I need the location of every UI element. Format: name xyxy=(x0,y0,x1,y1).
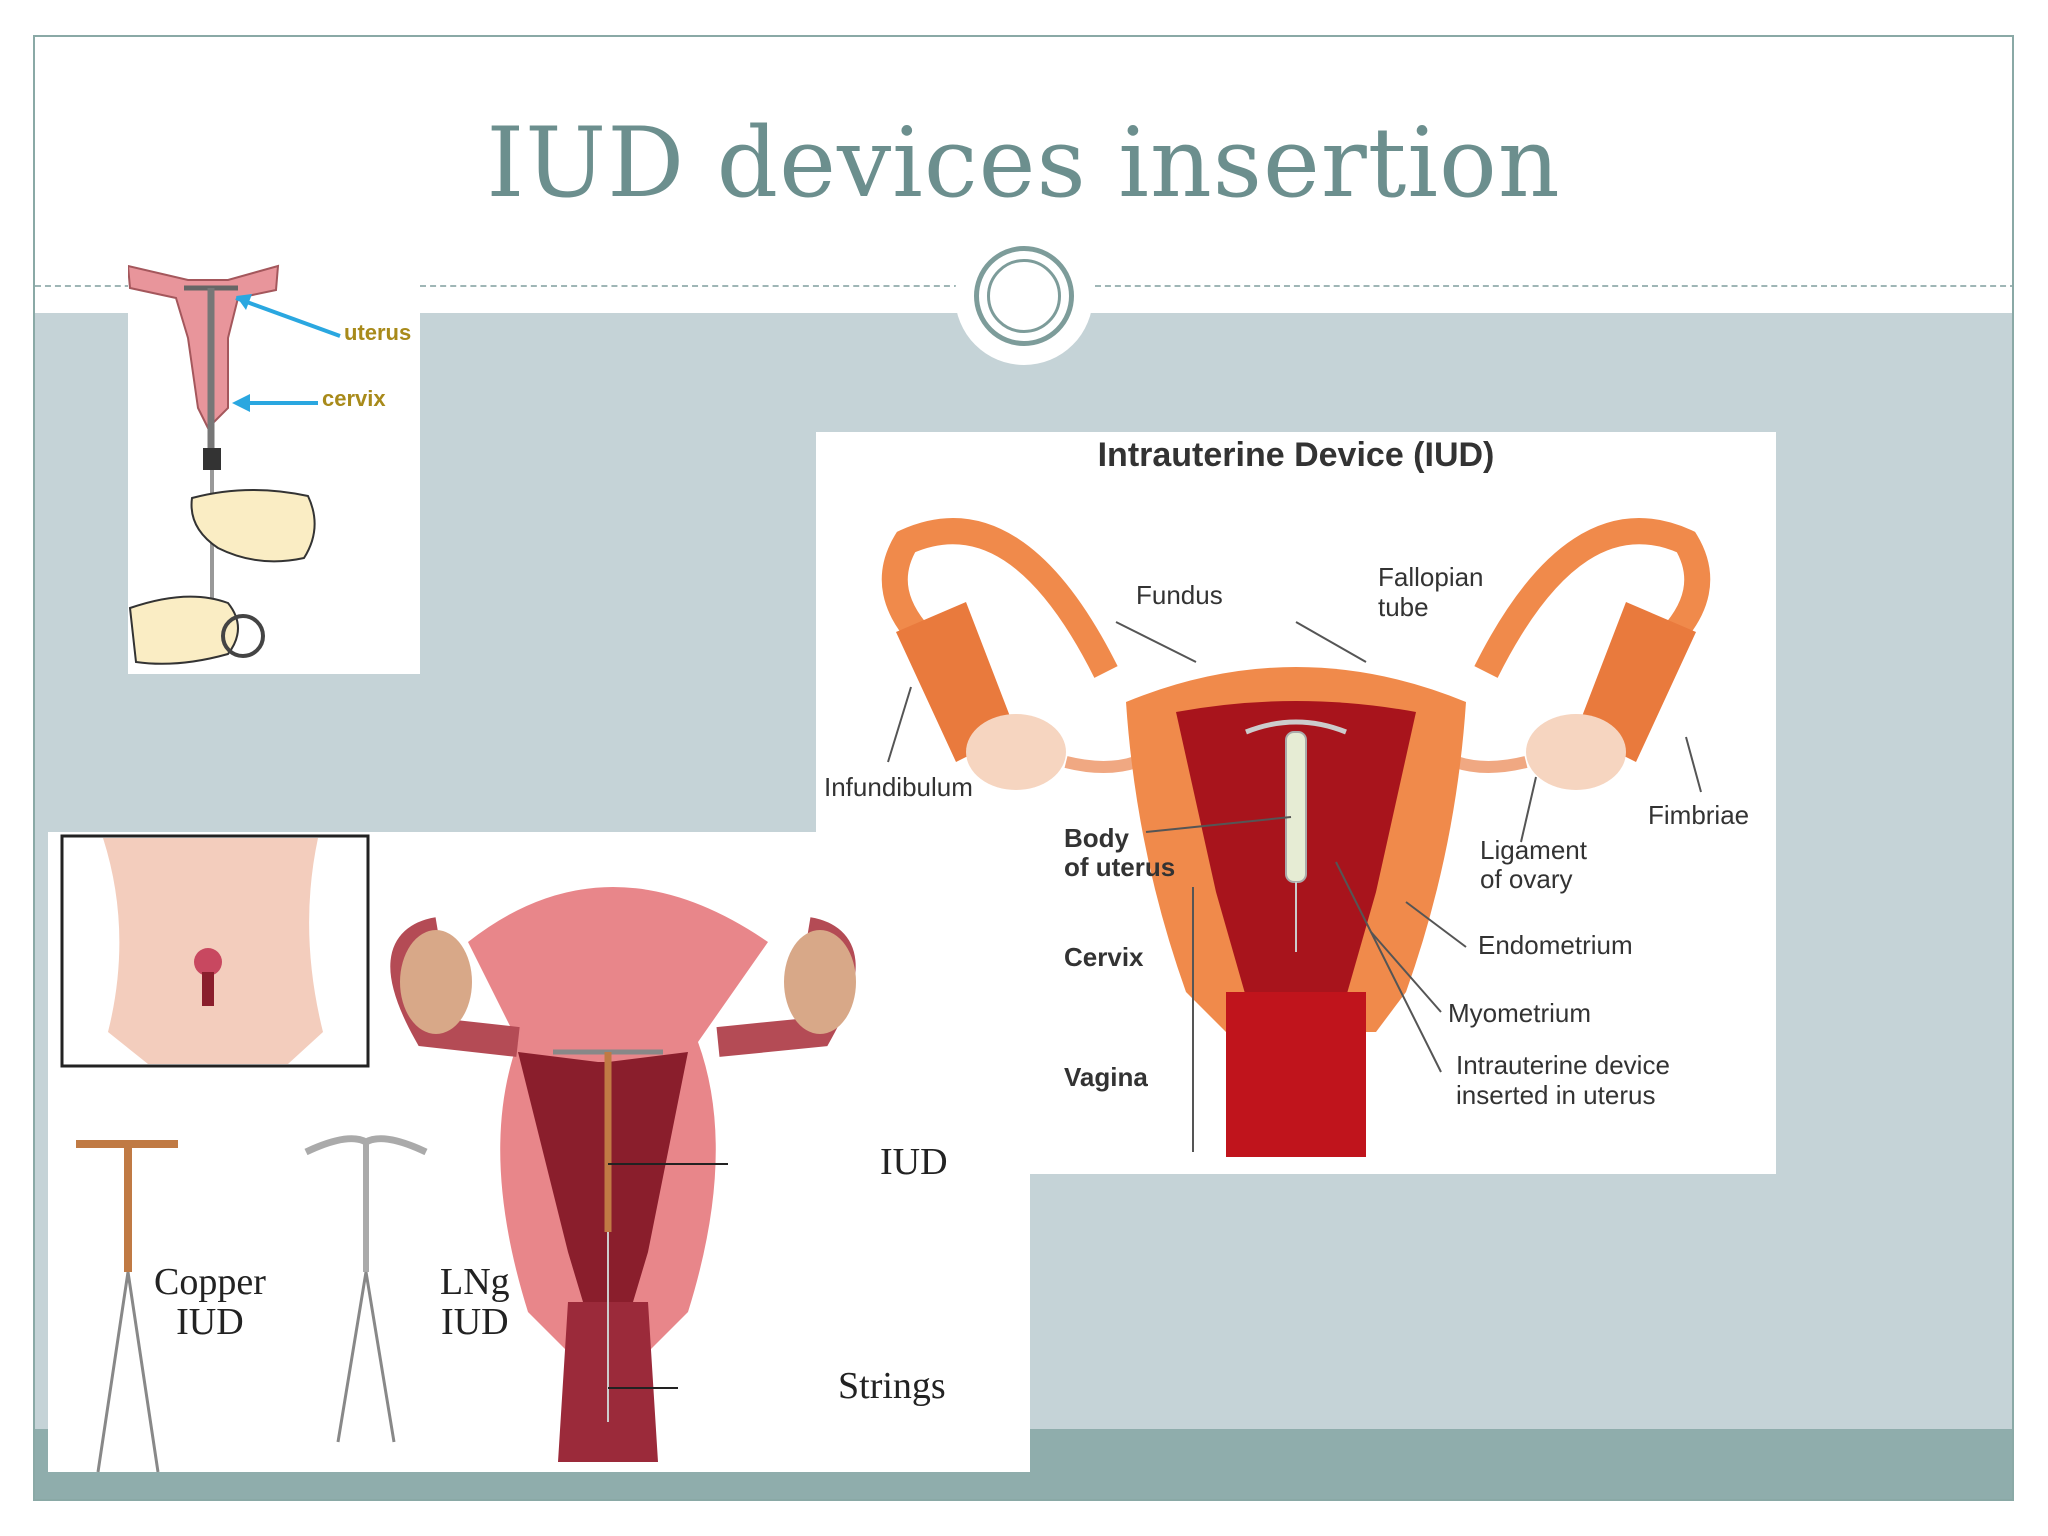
label-fimbriae: Fimbriae xyxy=(1648,800,1749,831)
label-cervix: cervix xyxy=(322,386,386,412)
label-endometrium: Endometrium xyxy=(1478,930,1633,961)
divider-mid xyxy=(420,285,960,287)
label-iud: IUD xyxy=(880,1140,948,1184)
label-vagina: Vagina xyxy=(1064,1062,1148,1093)
label-cervix: Cervix xyxy=(1064,942,1144,973)
label-fundus: Fundus xyxy=(1136,580,1223,611)
label-uterus: uterus xyxy=(344,320,411,346)
ornament-ring-inner xyxy=(987,259,1061,333)
diagram-title: Intrauterine Device (IUD) xyxy=(816,436,1776,475)
label-infundibulum: Infundibulum xyxy=(824,772,973,803)
slide-title: IUD devices insertion xyxy=(35,107,2012,219)
divider-right xyxy=(1095,285,2014,287)
insertion-figure: uterus cervix xyxy=(128,258,420,674)
label-myometrium: Myometrium xyxy=(1448,998,1591,1029)
label-strings: Strings xyxy=(838,1364,946,1408)
